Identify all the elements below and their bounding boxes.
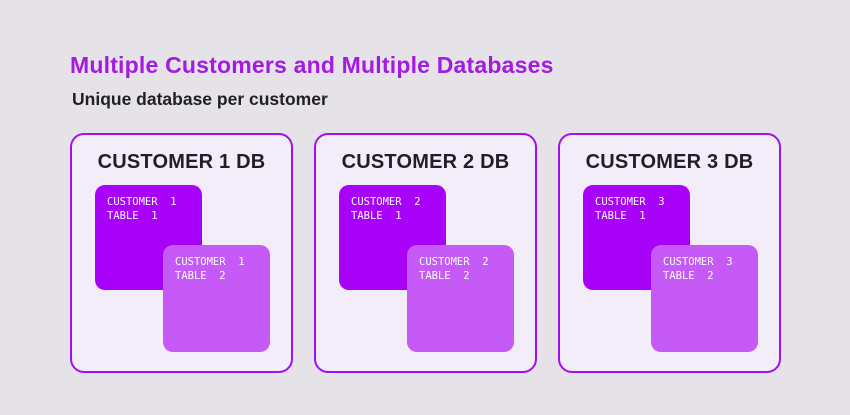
db-card-title: CUSTOMER 2 DB	[341, 151, 510, 173]
customer-2-table-2-box: CUSTOMER 2 TABLE 2	[407, 245, 514, 352]
db-card-title: CUSTOMER 3 DB	[585, 151, 754, 173]
page-subtitle: Unique database per customer	[72, 89, 328, 109]
table-label-line: CUSTOMER 2	[419, 256, 489, 268]
table-label-line: TABLE 1	[351, 210, 402, 222]
table-label-line: TABLE 2	[175, 270, 226, 282]
table-label-line: TABLE 2	[663, 270, 714, 282]
customer-2-db-card: CUSTOMER 2 DB CUSTOMER 2 TABLE 1 CUSTOME…	[314, 133, 537, 373]
table-label-line: TABLE 1	[595, 210, 646, 222]
databases-row: CUSTOMER 1 DB CUSTOMER 1 TABLE 1 CUSTOME…	[70, 133, 781, 373]
customer-1-db-card: CUSTOMER 1 DB CUSTOMER 1 TABLE 1 CUSTOME…	[70, 133, 293, 373]
db-card-title: CUSTOMER 1 DB	[97, 151, 266, 173]
customer-1-table-2-box: CUSTOMER 1 TABLE 2	[163, 245, 270, 352]
table-label-line: CUSTOMER 1	[175, 256, 245, 268]
table-label-line: CUSTOMER 3	[595, 196, 665, 208]
customer-3-table-2-box: CUSTOMER 3 TABLE 2	[651, 245, 758, 352]
customer-3-db-card: CUSTOMER 3 DB CUSTOMER 3 TABLE 1 CUSTOME…	[558, 133, 781, 373]
table-label-line: CUSTOMER 3	[663, 256, 733, 268]
table-label-line: TABLE 1	[107, 210, 158, 222]
table-label-line: TABLE 2	[419, 270, 470, 282]
page-title: Multiple Customers and Multiple Database…	[70, 52, 554, 78]
table-label-line: CUSTOMER 2	[351, 196, 421, 208]
customer-1-table-1-box: CUSTOMER 1 TABLE 1	[95, 185, 202, 290]
table-label-line: CUSTOMER 1	[107, 196, 177, 208]
